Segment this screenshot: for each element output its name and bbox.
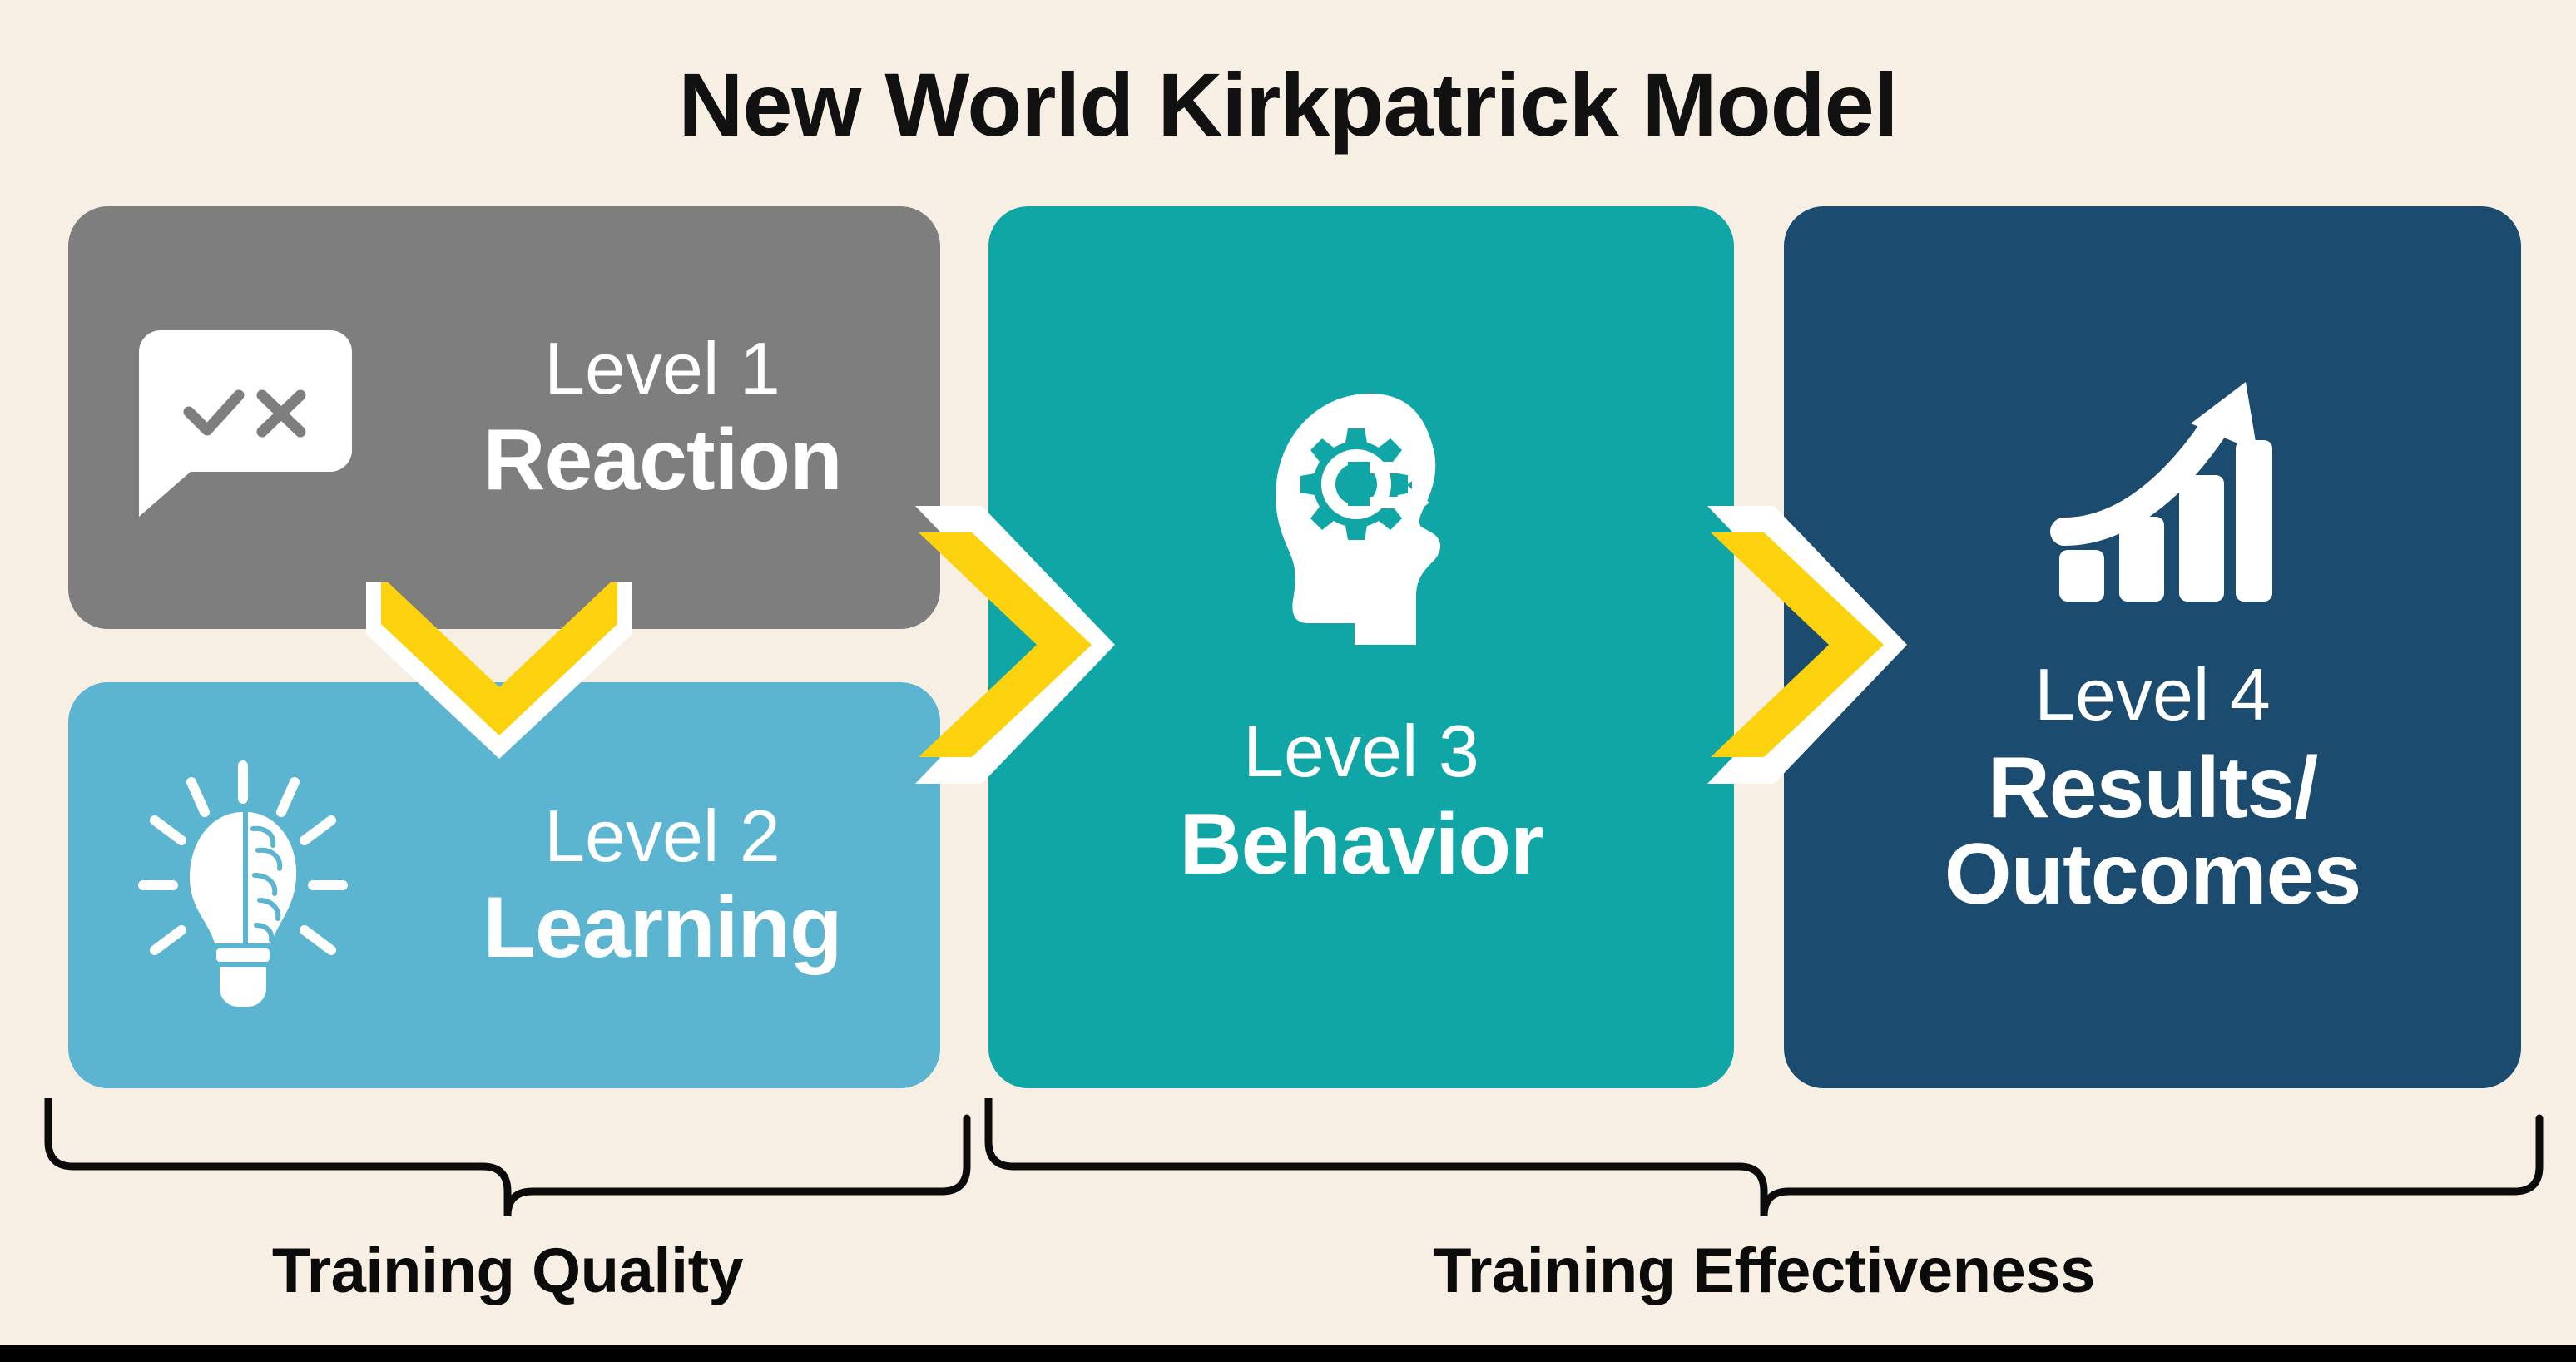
group-label-training-quality: Training Quality bbox=[271, 1236, 744, 1306]
level-4-card[interactable]: Level 4 Results/ Outcomes bbox=[1784, 206, 2521, 1088]
level-4-name-line2: Outcomes bbox=[1944, 826, 2362, 923]
level-1-card[interactable]: Level 1 Reaction bbox=[68, 206, 940, 629]
bracket-training-quality bbox=[44, 1098, 971, 1217]
level-1-number: Level 1 bbox=[544, 327, 780, 409]
level-3-number: Level 3 bbox=[1243, 710, 1479, 792]
level-4-text: Level 4 Results/ Outcomes bbox=[1944, 653, 2362, 923]
chevron-right-icon bbox=[1707, 506, 1907, 784]
level-1-icon-slot bbox=[68, 314, 418, 522]
page-title: New World Kirkpatrick Model bbox=[678, 54, 1898, 155]
level-2-name: Learning bbox=[483, 879, 842, 976]
level-2-text: Level 2 Learning bbox=[418, 795, 940, 976]
level-2-number: Level 2 bbox=[544, 795, 780, 877]
chevron-right-icon bbox=[915, 506, 1115, 784]
level-3-name: Behavior bbox=[1179, 796, 1543, 893]
connector-level1-level2 bbox=[358, 567, 641, 803]
level-2-icon-slot bbox=[68, 752, 418, 1018]
level-3-card[interactable]: Level 3 Behavior bbox=[988, 206, 1734, 1088]
level-3-text: Level 3 Behavior bbox=[1179, 710, 1543, 893]
bracket-training-effectiveness bbox=[984, 1098, 2544, 1217]
growth-bar-chart-arrow-icon bbox=[2050, 382, 2272, 602]
level-1-text: Level 1 Reaction bbox=[418, 327, 940, 508]
level-4-icon-slot bbox=[2028, 369, 2277, 618]
level-4-number: Level 4 bbox=[2034, 653, 2271, 735]
level-1-name: Reaction bbox=[483, 412, 842, 508]
level-3-icon-slot bbox=[1245, 382, 1478, 656]
group-label-training-effectiveness: Training Effectiveness bbox=[1433, 1236, 2095, 1306]
level-4-name: Results/ bbox=[1987, 740, 2319, 836]
chevron-down-icon bbox=[366, 567, 632, 759]
lightbulb-brain-icon bbox=[138, 760, 348, 1007]
bottom-rule bbox=[0, 1345, 2576, 1362]
connector-level3-level4 bbox=[1674, 499, 1915, 795]
connector-level2-level3 bbox=[882, 499, 1123, 795]
head-gear-arrows-icon bbox=[1276, 394, 1441, 645]
speech-bubble-check-x-icon bbox=[139, 330, 352, 517]
